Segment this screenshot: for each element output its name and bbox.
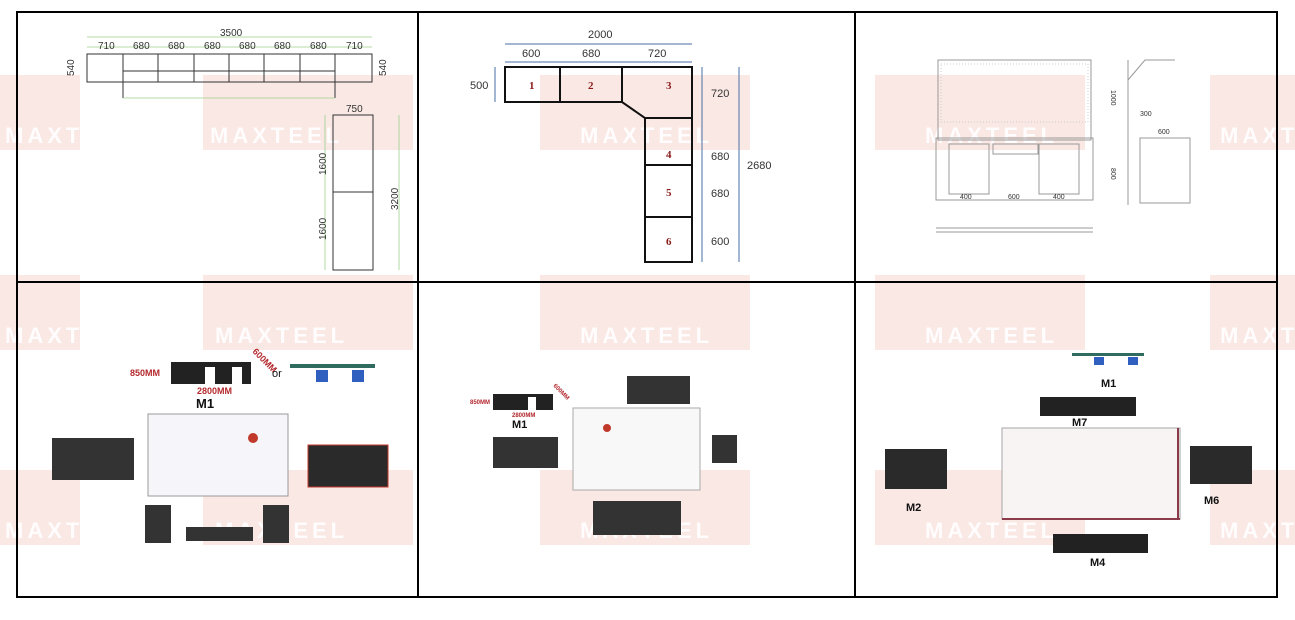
svg-text:710: 710 [98,41,115,52]
watermark: MAXTEEL [540,275,750,350]
svg-text:750: 750 [346,104,363,115]
svg-text:680: 680 [168,41,185,52]
svg-text:2680: 2680 [747,160,771,172]
svg-text:4: 4 [666,149,672,161]
svg-text:720: 720 [648,48,666,60]
svg-text:2: 2 [588,80,594,92]
svg-text:1600: 1600 [318,217,329,240]
svg-text:MAXTEEL: MAXTEEL [5,123,138,148]
svg-text:1000: 1000 [1109,90,1116,106]
watermark: MAXTEEL [1210,275,1295,350]
watermark: MAXTEEL [1210,75,1295,150]
svg-text:680: 680 [310,41,327,52]
svg-text:680: 680 [133,41,150,52]
svg-text:MAXTEEL: MAXTEEL [1220,518,1295,543]
svg-text:6: 6 [666,236,672,248]
svg-text:710: 710 [346,41,363,52]
panel-5-layout-option: 850MM 600MM 2800MM M1 [470,376,737,535]
svg-text:680: 680 [582,48,600,60]
svg-text:680: 680 [204,41,221,52]
svg-text:400: 400 [960,194,972,201]
watermark: MAXTEEL [875,75,1085,150]
panel-1-plan-drawing: 3500 710 680 680 680 680 680 680 710 540… [66,28,401,271]
svg-text:MAXTEEL: MAXTEEL [215,323,348,348]
svg-text:850MM: 850MM [130,368,160,378]
svg-text:MAXTEEL: MAXTEEL [925,518,1058,543]
svg-text:1600: 1600 [318,152,329,175]
svg-text:540: 540 [378,59,389,76]
svg-text:600: 600 [522,48,540,60]
panel-6-layout-option: M1 M7 M2 M6 M4 [885,353,1252,569]
svg-text:680: 680 [711,188,729,200]
grid-borders [16,11,1278,598]
svg-text:MAXTEEL: MAXTEEL [210,123,343,148]
svg-text:M1: M1 [196,396,214,411]
svg-text:800: 800 [1109,168,1116,180]
svg-text:MAXTEEL: MAXTEEL [5,518,138,543]
svg-text:600: 600 [1008,194,1020,201]
svg-text:540: 540 [66,59,77,76]
svg-text:720: 720 [711,88,729,100]
svg-text:850MM: 850MM [470,400,490,406]
svg-text:600: 600 [1158,129,1170,136]
svg-text:M7: M7 [1072,417,1087,429]
watermark: MAXTEEL [875,275,1085,350]
svg-text:MAXTEEL: MAXTEEL [580,323,713,348]
watermark: MAXTEEL [203,275,413,350]
svg-text:2800MM: 2800MM [197,386,232,396]
svg-text:5: 5 [666,187,672,199]
panel-3-workbench-elevation: 400 600 400 1000 800 300 600 [935,59,1191,233]
svg-text:MAXTEEL: MAXTEEL [1220,123,1295,148]
svg-text:400: 400 [1053,194,1065,201]
svg-text:300: 300 [1140,111,1152,118]
svg-text:3500: 3500 [220,28,243,39]
svg-text:M4: M4 [1090,557,1106,569]
watermark: MAXTEEL [0,75,138,150]
svg-text:MAXTEEL: MAXTEEL [925,323,1058,348]
svg-text:or: or [272,368,282,380]
svg-text:3: 3 [666,80,672,92]
watermark: MAXTEEL [0,275,138,350]
svg-text:600: 600 [711,236,729,248]
svg-text:MAXTEEL: MAXTEEL [5,323,138,348]
svg-text:1: 1 [529,80,535,92]
watermark: MAXTEEL [203,75,413,150]
segment-labels: 710 680 680 680 680 680 680 710 [98,41,363,52]
svg-text:M1: M1 [1101,378,1116,390]
svg-text:3200: 3200 [390,187,401,210]
svg-text:M1: M1 [512,419,527,431]
svg-text:M2: M2 [906,502,921,514]
watermark: MAXTEEL [0,470,138,545]
svg-text:MAXTEEL: MAXTEEL [1220,323,1295,348]
svg-text:2000: 2000 [588,29,612,41]
panel-2-l-shape-layout: 2000 600 680 720 500 1 2 3 4 5 6 720 680… [470,29,771,263]
svg-text:680: 680 [711,151,729,163]
svg-text:680: 680 [239,41,256,52]
svg-text:600MM: 600MM [552,383,570,401]
svg-text:MAXTEEL: MAXTEEL [580,123,713,148]
svg-text:2800MM: 2800MM [512,413,535,419]
svg-text:680: 680 [274,41,291,52]
svg-text:500: 500 [470,80,488,92]
svg-text:M6: M6 [1204,495,1219,507]
